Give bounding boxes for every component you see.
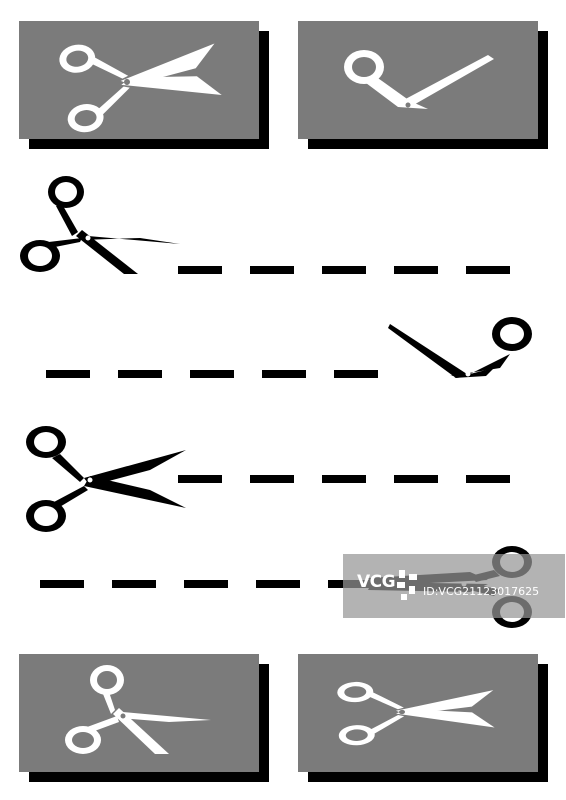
scissors-tilted-icon (65, 665, 211, 754)
panel-face (19, 654, 259, 772)
watermark-burst-icon (397, 570, 417, 600)
scissors-panel-bottom-left (19, 654, 269, 782)
scissors-panel-bottom-right (298, 654, 548, 782)
scissors-narrow-icon (336, 677, 496, 746)
scissors-cut-line-left (46, 317, 532, 378)
scissors-panel-top-left (19, 21, 269, 149)
scissors-half-icon (344, 50, 494, 109)
panel-face (298, 21, 538, 139)
scissors-panel-top-right (298, 21, 548, 149)
scissors-cut-line-right (20, 176, 510, 274)
watermark: VCG ID:VCG21123017625 (343, 554, 565, 618)
watermark-id: ID:VCG21123017625 (423, 585, 540, 598)
scissors-open-icon (57, 25, 225, 135)
scissors-cut-line-right (26, 426, 510, 532)
watermark-logo: VCG (357, 572, 396, 592)
